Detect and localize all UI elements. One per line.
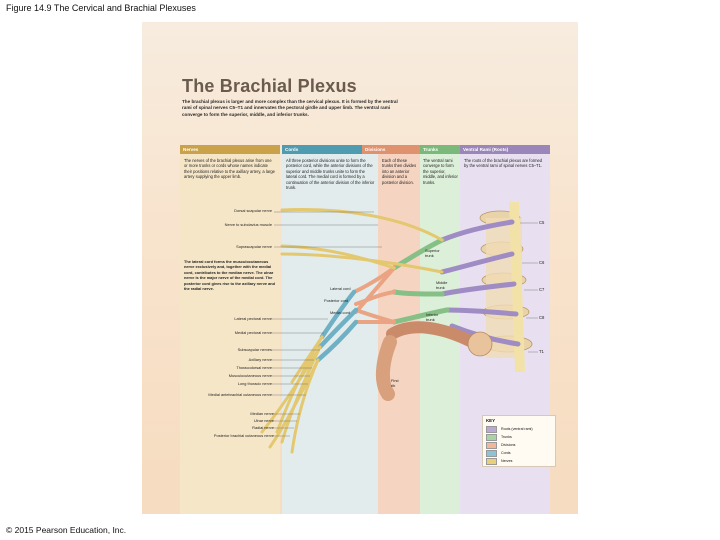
key-item-cords: Cords [486, 449, 552, 457]
nerves [260, 208, 444, 454]
label-inferior-trunk: Inferior trunk [426, 312, 439, 322]
key-label: Roots (ventral rami) [501, 427, 533, 431]
key-item-roots: Roots (ventral rami) [486, 425, 552, 433]
key-label: Divisions [501, 443, 516, 447]
label-radial: Radial nerve [252, 425, 274, 430]
trunks [391, 237, 450, 325]
key-title: KEY [486, 418, 496, 423]
plate-intro: The brachial plexus is larger and more c… [182, 99, 398, 117]
roots-header: Ventral Rami (Roots) [460, 145, 550, 154]
label-posterior-brachial: Posterior brachial cutaneous nerve [213, 433, 274, 438]
label-lateral-cord: Lateral cord [330, 286, 351, 291]
nerves-header: Nerves [180, 145, 280, 154]
key-label: Trunks [501, 435, 512, 439]
divisions [352, 266, 396, 325]
key-item-divisions: Divisions [486, 441, 552, 449]
roots-text: The roots of the brachial plexus are for… [464, 158, 543, 169]
key-item-nerves: Nerves [486, 457, 552, 465]
label-long-thoracic: Long thoracic nerve [237, 381, 272, 386]
cords-header: Cords [282, 145, 378, 154]
figure-caption: Figure 14.9 The Cervical and Brachial Pl… [6, 3, 196, 13]
label-lateral-pectoral: Lateral pectoral nerve [234, 316, 272, 321]
key-item-trunks: Trunks [486, 433, 552, 441]
nerves-text: The nerves of the brachial plexus arise … [184, 158, 275, 180]
cords [315, 289, 359, 363]
label-first-rib: First rib [391, 378, 399, 388]
cords-text: All three posterior divisions unite to f… [286, 158, 375, 191]
label-dorsal-scapular: Dorsal scapular nerve [234, 208, 272, 213]
brachial-plexus-plate: The Brachial Plexus The brachial plexus … [142, 22, 578, 514]
level-c7: C7 [539, 287, 545, 292]
label-subclavius: Nerve to subclavius muscle [224, 222, 272, 227]
color-key: KEY Roots (ventral rami) Trunks Division… [482, 415, 556, 467]
label-subscapular: Subscapular nerves [237, 347, 272, 352]
label-musculocutaneous: Musculocutaneous nerve [228, 373, 272, 378]
key-label: Cords [501, 451, 511, 455]
divisions-header: Divisions [362, 145, 420, 154]
key-label: Nerves [501, 459, 513, 463]
label-medial-pectoral: Medial pectoral nerve [234, 330, 272, 335]
label-medial-cord: Medial cord [330, 310, 351, 315]
trunks-text: The ventral rami converge to form the su… [423, 158, 458, 185]
label-medial-antebrachial: Medial antebrachial cutaneous nerve [208, 392, 272, 397]
cords-band [282, 145, 378, 514]
divisions-text: Each of these trunks then divides into a… [382, 158, 417, 185]
label-posterior-cord: Posterior cord [324, 298, 349, 303]
trunks-header: Trunks [420, 145, 460, 154]
level-c8: C8 [539, 315, 545, 320]
level-c6: C6 [539, 260, 545, 265]
label-axillary: Axillary nerve [248, 357, 272, 362]
label-thoracodorsal: Thoracodorsal nerve [236, 365, 272, 370]
plate-title: The Brachial Plexus [182, 76, 357, 96]
label-middle-trunk: Middle trunk [436, 280, 448, 290]
plexus-illustration [260, 201, 538, 454]
level-c5: C5 [539, 220, 545, 225]
label-lateral-cord-note: The lateral cord forms the musculocutane… [184, 259, 276, 292]
nerves-band [180, 145, 280, 514]
label-ulnar: Ulnar nerve [253, 418, 274, 423]
label-median: Median nerve [250, 411, 274, 416]
label-suprascapular: Suprascapular nerve [236, 244, 272, 249]
level-t1: T1 [539, 349, 544, 354]
label-superior-trunk: Superior trunk [425, 248, 440, 258]
copyright-notice: © 2015 Pearson Education, Inc. [6, 525, 127, 535]
